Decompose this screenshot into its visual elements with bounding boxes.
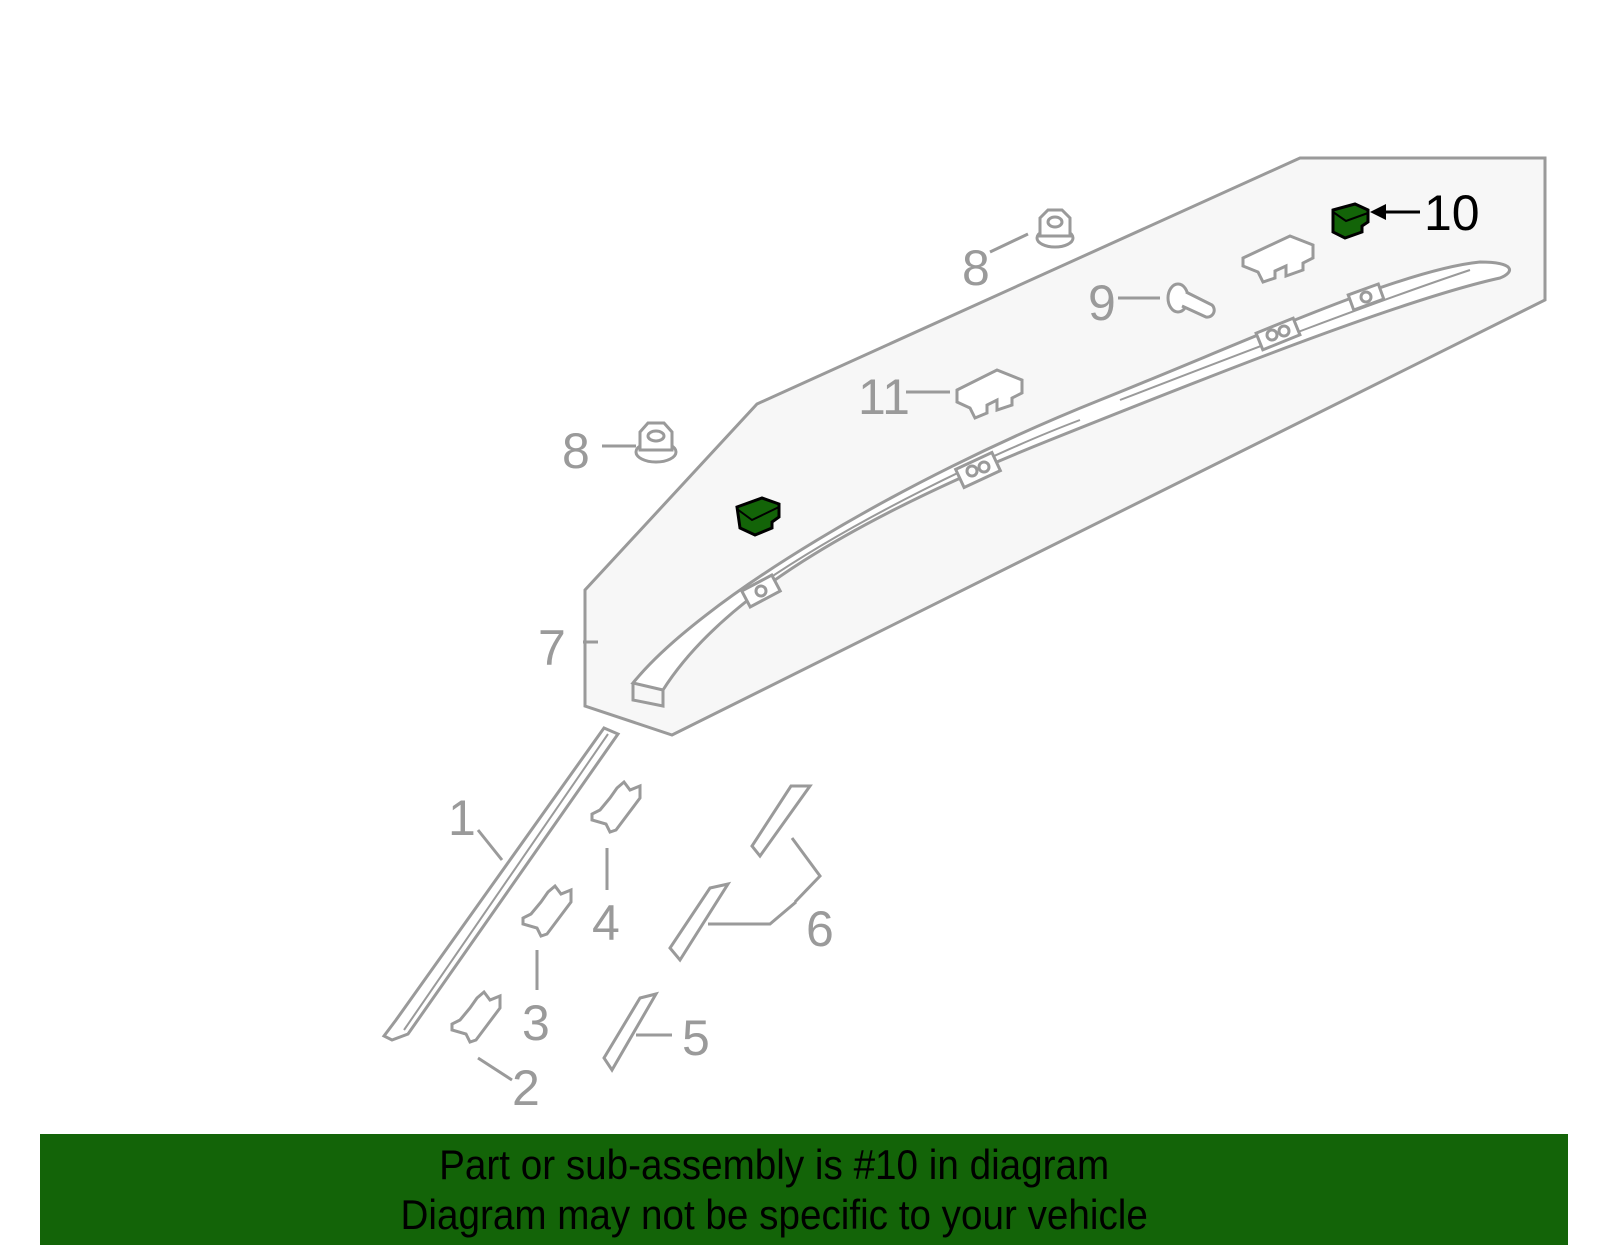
callout-11: 11: [858, 369, 910, 425]
subassembly-panel-7: [583, 156, 1547, 737]
info-banner: Part or sub-assembly is #10 in diagram D…: [40, 1134, 1568, 1245]
part-10-clip-lower[interactable]: [735, 496, 781, 537]
callout-3: 3: [522, 995, 550, 1051]
part-10-clip-upper[interactable]: [1331, 202, 1370, 240]
callout-1: 1: [448, 790, 476, 846]
upper-clip: [1241, 234, 1315, 284]
part-11-clip: [955, 368, 1024, 420]
leader-lines: [476, 232, 1160, 1082]
callout-9: 9: [1088, 275, 1116, 331]
part-5-molding: [602, 991, 660, 1073]
part-2-clip: [450, 989, 502, 1044]
part-6-molding-a: [668, 881, 732, 963]
callout-8-upper: 8: [962, 240, 990, 296]
part-4-clip: [590, 779, 642, 834]
callout-7: 7: [538, 620, 566, 676]
callout-2: 2: [512, 1060, 540, 1116]
part-1-molding: [381, 726, 621, 1042]
part-8-nut-lower: [634, 421, 678, 464]
callout-5: 5: [682, 1010, 710, 1066]
part-9-screw: [1166, 282, 1216, 319]
roof-rail-molding: [630, 260, 1511, 708]
callout-10: 10: [1424, 185, 1480, 241]
callout-4: 4: [592, 895, 620, 951]
part-6-molding-b: [750, 784, 813, 859]
banner-line-disclaimer: Diagram may not be specific to your vehi…: [400, 1190, 1148, 1238]
callout-6: 6: [806, 901, 834, 957]
banner-line-part: Part or sub-assembly is #10 in diagram: [438, 1140, 1110, 1188]
part-8-nut-upper: [1035, 208, 1075, 249]
callout-8-lower: 8: [562, 423, 590, 479]
arrow-head-10: [1370, 204, 1386, 220]
part-3-clip: [521, 883, 573, 938]
